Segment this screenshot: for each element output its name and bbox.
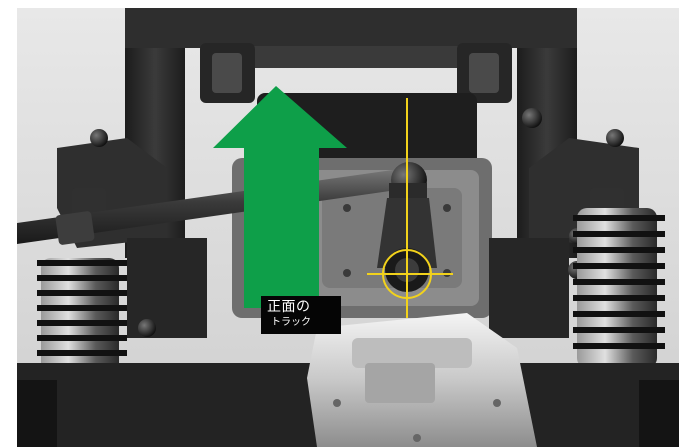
chassis-svg: [17, 8, 679, 447]
chassis-render: 正面の トラック: [17, 8, 679, 447]
caption-line-2: トラック: [271, 317, 311, 328]
top-frame: [125, 8, 577, 258]
forward-arrow: [213, 86, 347, 308]
left-shock: [37, 188, 127, 398]
right-shock: [573, 188, 665, 368]
servo-horn: [377, 183, 437, 292]
diff-cover: [307, 313, 537, 447]
arrow-caption: 正面の トラック: [261, 296, 341, 334]
alignment-marker: [367, 98, 453, 318]
caption-line-1: 正面の: [267, 299, 311, 315]
